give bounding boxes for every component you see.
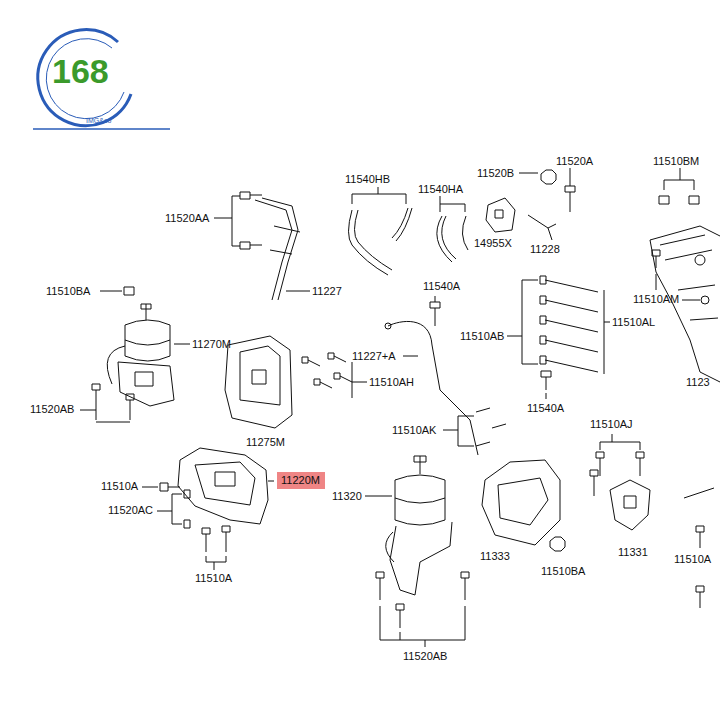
callout-number: 11228	[530, 243, 560, 256]
callout-number: 1123	[686, 376, 710, 389]
callout-number: 11510BM	[653, 155, 699, 168]
callout-number: 11510AB	[460, 330, 504, 343]
callout-number: 11540HA	[418, 183, 463, 196]
callout-number: 11540A	[527, 402, 564, 415]
callout-number: 11227+A	[352, 350, 396, 363]
callout-number: 11520AB	[403, 650, 447, 663]
callout-number: 11510AK	[392, 424, 436, 437]
callout-number: 11320	[332, 490, 362, 503]
callout-number: 11520AA	[165, 212, 209, 225]
callout-number: 11510A	[674, 553, 711, 566]
callout-number: 11520AC	[108, 504, 153, 517]
logo-text: 168	[52, 52, 109, 90]
callout-number: 11510BA	[46, 285, 90, 298]
callout-number: 11510A	[195, 572, 232, 585]
callout-number: 11510AH	[369, 376, 414, 389]
callout-number: 11510BA	[541, 565, 585, 578]
callout-number: 11270M	[192, 338, 231, 351]
callout-number: 11333	[480, 550, 510, 563]
callout-number: 11520AB	[30, 403, 74, 416]
callout-number: 11227	[312, 285, 342, 298]
callout-number: 14955X	[474, 237, 512, 250]
part-number: 11220M	[281, 474, 321, 487]
highlight-callout: 11220M	[277, 472, 325, 489]
callout-number: 11510AM	[633, 293, 679, 306]
callout-number: 11510AJ	[590, 418, 633, 431]
callout-number: 11275M	[246, 436, 285, 449]
callout-number: 11510AL	[612, 316, 655, 329]
callout-number: 11520A	[556, 155, 593, 168]
callout-number: 11520B	[477, 167, 514, 180]
logo-text: IMG&co	[86, 117, 111, 125]
callout-number: 11510A	[101, 480, 138, 493]
callout-number: 11540HB	[345, 173, 390, 186]
callout-number: 11540A	[423, 280, 460, 293]
callout-number: 11331	[618, 546, 648, 559]
